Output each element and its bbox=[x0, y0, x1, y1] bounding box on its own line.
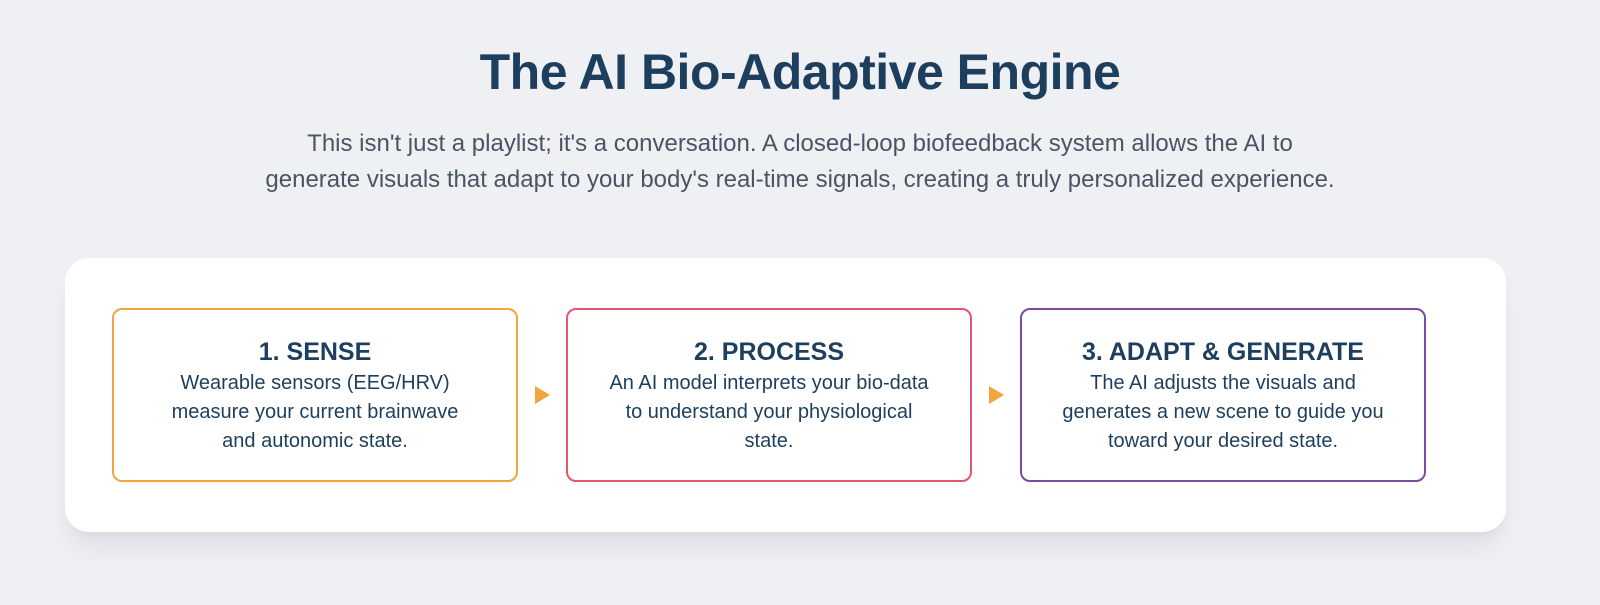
step-sense-description-line-2: measure your current brainwave bbox=[171, 400, 459, 423]
bio-adaptive-engine-section: The AI Bio-Adaptive Engine This isn't ju… bbox=[0, 42, 1600, 605]
step-sense-description-line-3: and autonomic state. bbox=[222, 429, 408, 452]
step-adapt-generate-heading: 3. ADAPT & GENERATE bbox=[1082, 337, 1364, 366]
step-process-description-line-2: to understand your physiological bbox=[625, 400, 913, 423]
step-process-description-line-3: state. bbox=[744, 429, 794, 452]
step-sense-description: Wearable sensors (EEG/HRV) measure your … bbox=[128, 369, 502, 456]
arrow-right-icon bbox=[534, 386, 550, 404]
step-process: 2. PROCESS An AI model interprets your b… bbox=[566, 308, 972, 482]
step-sense-description-line-1: Wearable sensors (EEG/HRV) bbox=[180, 371, 450, 394]
intro-line-1: This isn't just a playlist; it's a conve… bbox=[307, 130, 1293, 157]
flow-arrow-2 bbox=[972, 386, 1020, 404]
arrow-right-icon bbox=[988, 386, 1004, 404]
step-sense-heading: 1. SENSE bbox=[258, 337, 372, 366]
intro-line-2: generate visuals that adapt to your body… bbox=[265, 166, 1335, 193]
flow-card: 1. SENSE Wearable sensors (EEG/HRV) meas… bbox=[65, 258, 1506, 532]
step-sense: 1. SENSE Wearable sensors (EEG/HRV) meas… bbox=[112, 308, 518, 482]
step-process-description: An AI model interprets your bio-data to … bbox=[582, 369, 956, 456]
step-adapt-generate: 3. ADAPT & GENERATE The AI adjusts the v… bbox=[1020, 308, 1426, 482]
step-adapt-generate-description: The AI adjusts the visuals and generates… bbox=[1036, 369, 1410, 456]
step-adapt-generate-description-line-3: toward your desired state. bbox=[1107, 429, 1339, 452]
page: { "header": { "title": "The AI Bio-Adapt… bbox=[0, 42, 1600, 605]
step-process-heading: 2. PROCESS bbox=[693, 337, 845, 366]
step-adapt-generate-description-line-2: generates a new scene to guide you bbox=[1062, 400, 1384, 423]
page-title: The AI Bio-Adaptive Engine bbox=[479, 44, 1121, 100]
flow-arrow-1 bbox=[518, 386, 566, 404]
step-adapt-generate-description-line-1: The AI adjusts the visuals and bbox=[1090, 371, 1356, 394]
step-process-description-line-1: An AI model interprets your bio-data bbox=[609, 371, 929, 394]
flow-diagram: 1. SENSE Wearable sensors (EEG/HRV) meas… bbox=[65, 258, 1506, 532]
intro-paragraph: This isn't just a playlist; it's a conve… bbox=[120, 126, 1480, 198]
